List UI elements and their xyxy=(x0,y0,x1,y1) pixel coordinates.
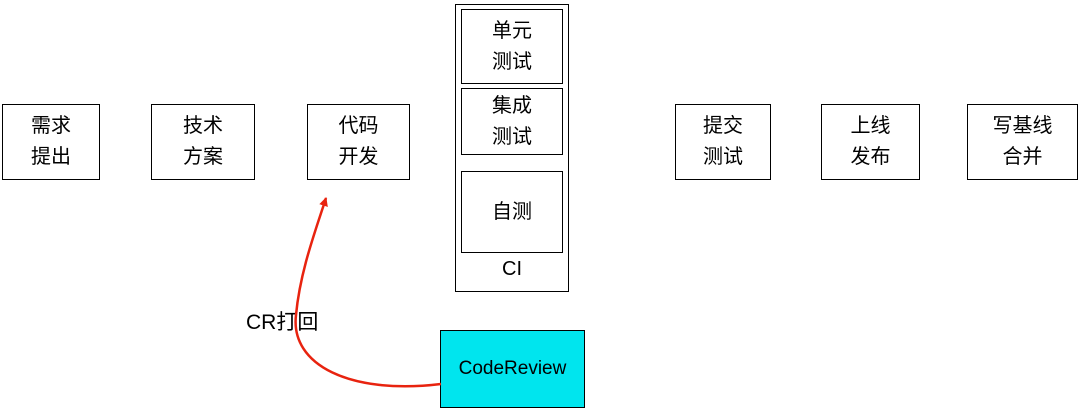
ci-group: 单元 测试 集成 测试 自测 CI xyxy=(455,4,569,292)
step-requirement: 需求 提出 xyxy=(2,104,100,180)
ci-item-self-test: 自测 xyxy=(461,171,563,253)
step-code-dev: 代码 开发 xyxy=(307,104,410,180)
ci-item-integration-test: 集成 测试 xyxy=(461,88,563,155)
step-baseline-merge: 写基线 合并 xyxy=(967,104,1078,180)
ci-group-label: CI xyxy=(502,258,522,280)
step-tech-plan: 技术 方案 xyxy=(151,104,255,180)
step-submit-test: 提交 测试 xyxy=(675,104,771,180)
ci-item-unit-test: 单元 测试 xyxy=(461,9,563,84)
step-release: 上线 发布 xyxy=(821,104,920,180)
cr-reject-arrow-path xyxy=(294,197,442,388)
cr-reject-label: CR打回 xyxy=(246,311,319,334)
code-review-node: CodeReview xyxy=(440,330,585,408)
